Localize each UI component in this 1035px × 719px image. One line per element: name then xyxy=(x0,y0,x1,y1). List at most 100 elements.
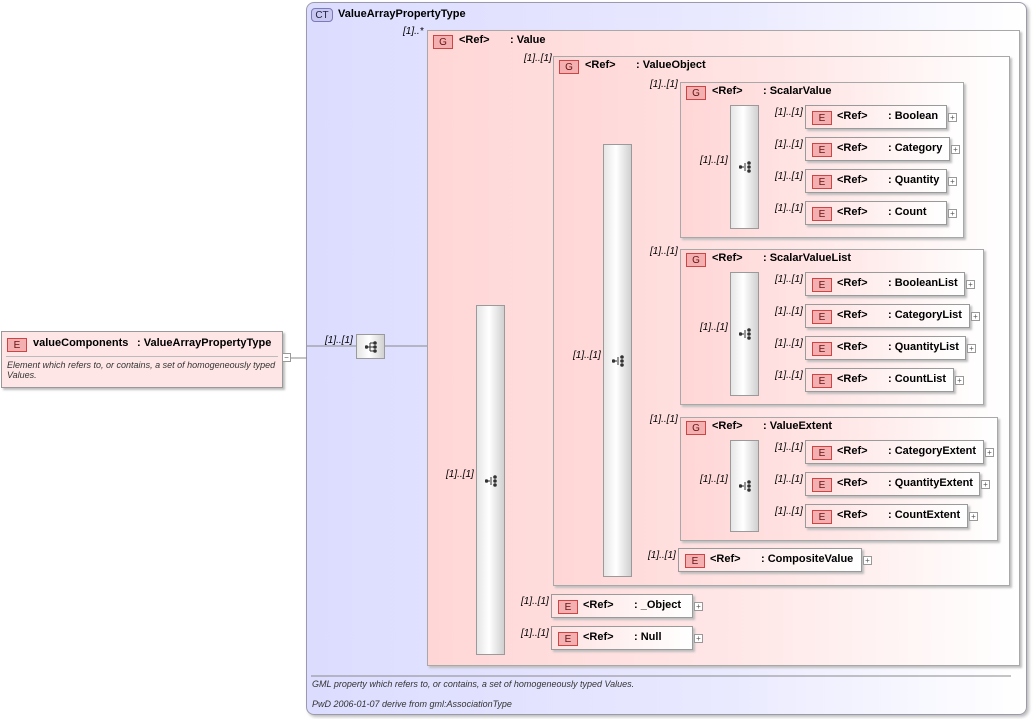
element-ref: <Ref> xyxy=(837,206,868,218)
multiplicity-label: [1]..[1] xyxy=(446,469,474,480)
multiplicity-label: [1]..[1] xyxy=(775,203,803,214)
element-category[interactable]: E <Ref> : Category xyxy=(805,137,950,161)
multiplicity-label: [1]..[1] xyxy=(648,550,676,561)
element-badge: E xyxy=(812,310,832,324)
expand-toggle[interactable]: + xyxy=(948,113,957,122)
element-name: : _Object xyxy=(634,599,682,611)
collapse-toggle[interactable]: − xyxy=(282,353,291,362)
multiplicity-label: [1]..[1] xyxy=(524,53,552,64)
choice-icon xyxy=(739,480,751,492)
multiplicity-label: [1]..[1] xyxy=(775,474,803,485)
group-scalar-value-ref: <Ref> xyxy=(712,85,743,97)
group-badge: G xyxy=(686,86,706,100)
element-badge: E xyxy=(7,338,27,352)
sequence-icon xyxy=(365,341,377,353)
complex-type-name: ValueArrayPropertyType xyxy=(338,8,466,20)
element-count-extent[interactable]: E <Ref> : CountExtent xyxy=(805,504,968,528)
element-ref: <Ref> xyxy=(837,445,868,457)
element-quantity-extent[interactable]: E <Ref> : QuantityExtent xyxy=(805,472,980,496)
expand-toggle[interactable]: + xyxy=(694,602,703,611)
group-badge: G xyxy=(559,60,579,74)
choice-icon xyxy=(485,475,497,487)
element-name: : CountList xyxy=(888,373,947,385)
element-badge: E xyxy=(812,446,832,460)
expand-toggle[interactable]: + xyxy=(969,512,978,521)
element-quantity[interactable]: E <Ref> : Quantity xyxy=(805,169,947,193)
multiplicity-label: [1]..[1] xyxy=(775,370,803,381)
element-ref: <Ref> xyxy=(837,277,868,289)
multiplicity-label: [1]..[1] xyxy=(775,171,803,182)
element-ref: <Ref> xyxy=(837,373,868,385)
element-ref: <Ref> xyxy=(837,341,868,353)
element-ref: <Ref> xyxy=(583,599,614,611)
expand-toggle[interactable]: + xyxy=(981,480,990,489)
element-category-list[interactable]: E <Ref> : CategoryList xyxy=(805,304,970,328)
element-boolean[interactable]: E <Ref> : Boolean xyxy=(805,105,947,129)
multiplicity-label: [1]..[1] xyxy=(325,335,353,346)
expand-toggle[interactable]: + xyxy=(694,634,703,643)
multiplicity-label: [1]..[1] xyxy=(775,139,803,150)
element-ref: <Ref> xyxy=(837,142,868,154)
element-name: : QuantityList xyxy=(888,341,959,353)
multiplicity-label: [1]..[1] xyxy=(700,155,728,166)
expand-toggle[interactable]: + xyxy=(863,556,872,565)
element-name: : BooleanList xyxy=(888,277,958,289)
element-badge: E xyxy=(812,478,832,492)
multiplicity-label: [1]..[1] xyxy=(700,322,728,333)
element-badge: E xyxy=(558,632,578,646)
element-ref: <Ref> xyxy=(710,553,741,565)
element-null[interactable]: E <Ref> : Null xyxy=(551,626,693,650)
expand-toggle[interactable]: + xyxy=(985,448,994,457)
element-ref: <Ref> xyxy=(837,309,868,321)
root-element[interactable]: E valueComponents : ValueArrayPropertyTy… xyxy=(1,331,283,388)
multiplicity-label: [1]..[1] xyxy=(650,79,678,90)
multiplicity-label: [1]..[1] xyxy=(650,246,678,257)
expand-toggle[interactable]: + xyxy=(951,145,960,154)
element-badge: E xyxy=(685,554,705,568)
choice-icon xyxy=(739,161,751,173)
element-name: : CompositeValue xyxy=(761,553,854,565)
group-scalar-value-list-name: : ScalarValueList xyxy=(763,252,852,264)
element-boolean-list[interactable]: E <Ref> : BooleanList xyxy=(805,272,965,296)
multiplicity-label: [1]..[1] xyxy=(775,306,803,317)
multiplicity-label: [1]..[1] xyxy=(775,338,803,349)
element-ref: <Ref> xyxy=(583,631,614,643)
expand-toggle[interactable]: + xyxy=(971,312,980,321)
choice-compositor-value-extent[interactable] xyxy=(730,440,759,532)
element-ref: <Ref> xyxy=(837,477,868,489)
expand-toggle[interactable]: + xyxy=(948,209,957,218)
element-object[interactable]: E <Ref> : _Object xyxy=(551,594,693,618)
multiplicity-label: [1]..[1] xyxy=(521,628,549,639)
multiplicity-label: [1]..[1] xyxy=(775,442,803,453)
group-scalar-value-name: : ScalarValue xyxy=(763,85,832,97)
expand-toggle[interactable]: + xyxy=(955,376,964,385)
multiplicity-label: [1]..[1] xyxy=(775,107,803,118)
element-category-extent[interactable]: E <Ref> : CategoryExtent xyxy=(805,440,984,464)
element-badge: E xyxy=(558,600,578,614)
choice-compositor-value-object[interactable] xyxy=(603,144,632,577)
group-value-extent-name: : ValueExtent xyxy=(763,420,833,432)
choice-compositor-scalar-value-list[interactable] xyxy=(730,272,759,396)
element-badge: E xyxy=(812,510,832,524)
group-badge: G xyxy=(686,253,706,267)
element-name: : CategoryExtent xyxy=(888,445,977,457)
multiplicity-label: [1]..[1] xyxy=(573,350,601,361)
element-badge: E xyxy=(812,111,832,125)
element-name: : Boolean xyxy=(888,110,939,122)
element-quantity-list[interactable]: E <Ref> : QuantityList xyxy=(805,336,966,360)
expand-toggle[interactable]: + xyxy=(966,280,975,289)
multiplicity-label: [1]..[1] xyxy=(775,274,803,285)
element-badge: E xyxy=(812,175,832,189)
root-element-name: valueComponents xyxy=(33,337,129,349)
element-count-list[interactable]: E <Ref> : CountList xyxy=(805,368,954,392)
choice-compositor-scalar-value[interactable] xyxy=(730,105,759,229)
element-count[interactable]: E <Ref> : Count xyxy=(805,201,947,225)
element-name: : Count xyxy=(888,206,927,218)
choice-compositor-value[interactable] xyxy=(476,305,505,655)
group-badge: G xyxy=(433,35,453,49)
expand-toggle[interactable]: + xyxy=(967,344,976,353)
multiplicity-label: [1]..[1] xyxy=(650,414,678,425)
expand-toggle[interactable]: + xyxy=(948,177,957,186)
element-composite-value[interactable]: E <Ref> : CompositeValue xyxy=(678,548,862,572)
sequence-compositor[interactable] xyxy=(356,334,385,359)
